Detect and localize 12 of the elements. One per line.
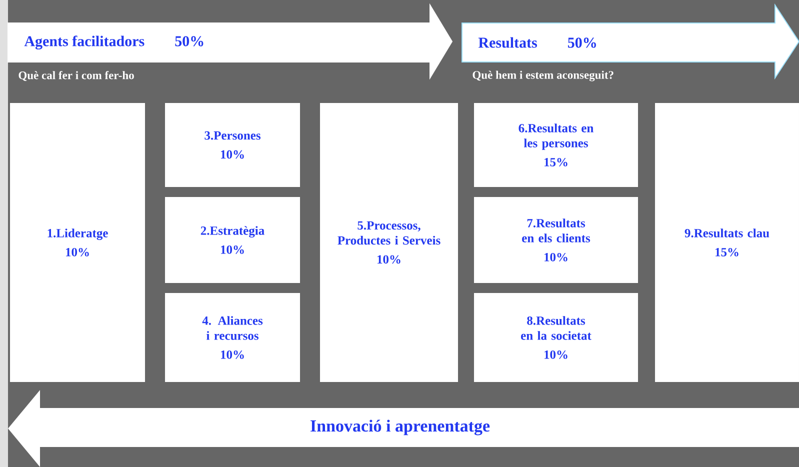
criterion-box: 6.Resultats en les persones 15% [474,103,638,187]
criterion-box: 5.Processos, Productes i Serveis 10% [320,103,458,382]
criterion-box: 7.Resultats en els clients 10% [474,197,638,283]
criterion-box: 2.Estratègia 10% [165,197,300,283]
criterion-box: 8.Resultats en la societat 10% [474,293,638,382]
criterion-box: 3.Persones 10% [165,103,300,187]
criterion-box: 4. Aliances i recursos 10% [165,293,300,382]
criterion-box: 1.Lideratge 10% [10,103,145,382]
subtitle: Què cal fer i com fer-ho [18,71,134,81]
criterion-box: 9.Resultats clau 15% [655,103,799,382]
subtitle: Què hem i estem aconseguit? [472,70,614,82]
arrow-banner: Innovació i aprenentatge [8,390,799,467]
